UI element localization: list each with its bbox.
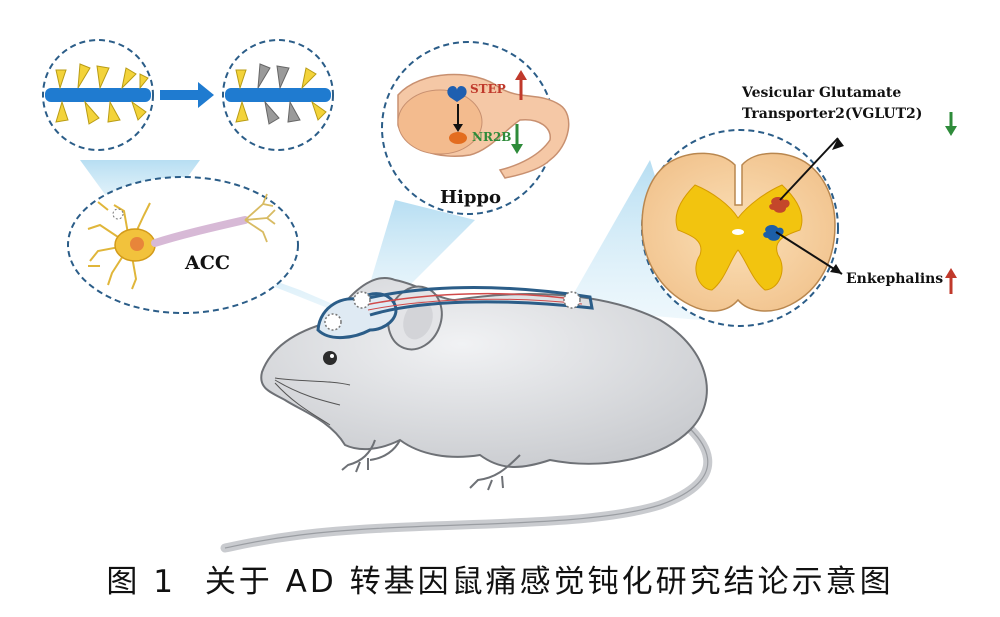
enkephalins-label: Enkephalins <box>846 271 943 287</box>
acc-site-marker <box>325 314 341 330</box>
hippo-site-marker <box>354 292 370 308</box>
vglut2-down-arrow <box>945 112 957 136</box>
step-label: STEP <box>470 82 506 96</box>
figure-number: 图 1 <box>106 564 176 600</box>
transition-arrow <box>160 82 214 108</box>
hippo-label: Hippo <box>440 187 501 208</box>
vglut2-label-line2: Transporter2(VGLUT2) <box>742 106 922 122</box>
acc-label: ACC <box>185 252 230 274</box>
acc-neuron-circle <box>68 177 298 313</box>
cord-site-marker <box>564 292 580 308</box>
dendrite-before-circle <box>43 40 153 150</box>
spinal-cord-circle <box>642 130 838 326</box>
dendrite-after-circle <box>223 40 333 150</box>
figure-caption-text: 关于 AD 转基因鼠痛感觉钝化研究结论示意图 <box>205 564 894 600</box>
vglut2-label-line1: Vesicular Glutamate <box>742 85 901 101</box>
nr2b-marker <box>449 132 467 144</box>
mouse-eye <box>323 351 337 365</box>
nr2b-label: NR2B <box>472 130 511 144</box>
enkephalins-up-arrow <box>945 268 957 294</box>
figure-caption: 图 1 关于 AD 转基因鼠痛感觉钝化研究结论示意图 <box>0 556 1000 601</box>
